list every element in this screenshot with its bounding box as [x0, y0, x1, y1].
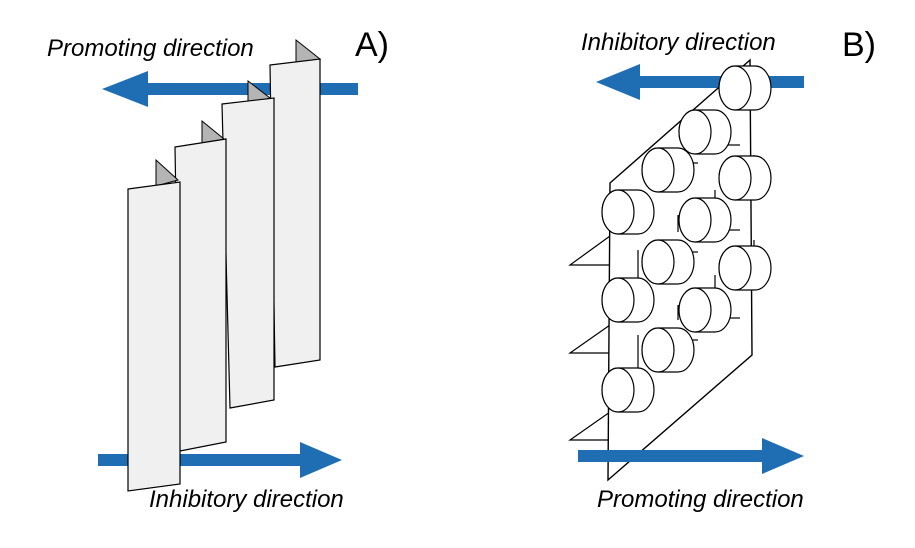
panel-a-bottom-arrow-label: Inhibitory direction	[149, 486, 344, 513]
panel-a-sheet-1	[127, 158, 181, 492]
cylinder-11	[641, 327, 695, 373]
cylinder-5	[718, 155, 772, 201]
cylinder-4	[601, 189, 655, 235]
cylinder-1	[718, 65, 772, 111]
cylinder-8	[601, 277, 655, 323]
panel-b-label: B)	[842, 26, 876, 64]
panel-a-sheet-2	[174, 119, 227, 452]
cylinder-6	[678, 197, 732, 243]
panel-b-fins	[568, 235, 611, 441]
cylinder-9	[718, 245, 772, 291]
cylinder-10	[678, 287, 732, 333]
panel-a-label: A)	[355, 26, 389, 64]
panel-a-top-arrow-label: Promoting direction	[47, 35, 254, 62]
panel-a-sheet-4	[269, 38, 322, 368]
panel-b-cylinders	[601, 65, 772, 413]
panel-b-bottom-arrow-label: Promoting direction	[597, 486, 804, 513]
panel-a-sheet-3	[221, 79, 275, 409]
cylinder-2	[678, 109, 732, 155]
panel-b-top-arrow-label: Inhibitory direction	[581, 29, 776, 56]
cylinder-12	[601, 367, 655, 413]
panel-b: B) Inhibitory direction	[568, 26, 876, 513]
panel-b-top-arrow	[596, 64, 804, 100]
panel-b-bottom-arrow	[578, 438, 804, 474]
cylinder-3	[641, 147, 695, 193]
cylinder-7	[641, 239, 695, 285]
panel-a: A) Promoting direction Inhib	[47, 26, 389, 513]
